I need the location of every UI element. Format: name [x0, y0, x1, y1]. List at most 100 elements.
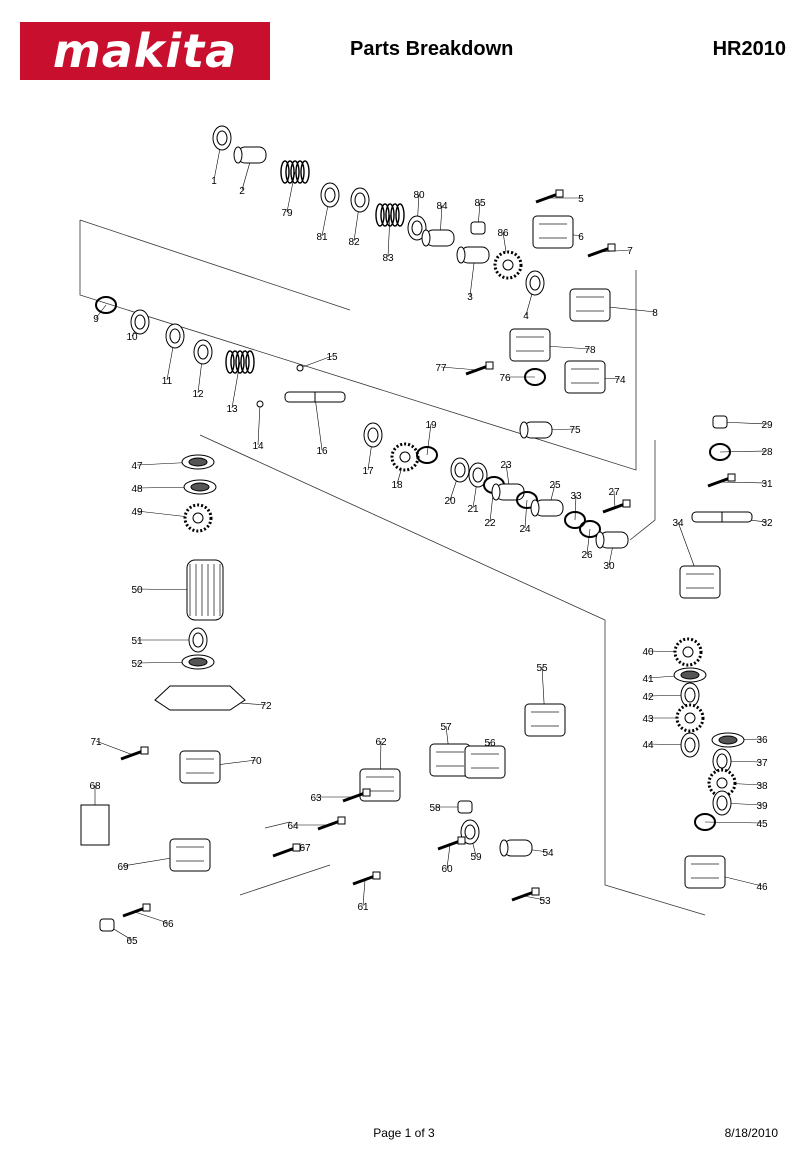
part-68-drawing	[80, 804, 110, 846]
front-assembly-boundary	[79, 220, 637, 471]
part-number-label: 56	[484, 738, 496, 749]
part-number-label: 84	[436, 201, 448, 212]
part-5-drawing	[535, 189, 564, 204]
part-12-drawing	[193, 339, 213, 365]
part-number-label: 68	[89, 781, 101, 792]
document-date: 8/18/2010	[724, 1126, 778, 1140]
part-number-label: 16	[316, 446, 328, 457]
part-number-label: 2	[239, 186, 245, 197]
part-47-drawing	[181, 454, 215, 470]
part-27: 27	[602, 487, 631, 514]
part-19: 19	[416, 420, 438, 464]
part-40: 40	[642, 637, 703, 667]
part-number-label: 67	[299, 843, 311, 854]
part-83-drawing	[375, 203, 405, 227]
leader-line	[299, 355, 333, 369]
part-77-drawing	[465, 361, 494, 376]
leader-line	[387, 214, 391, 258]
part-78-drawing	[509, 328, 551, 362]
part-55: 55	[524, 663, 566, 737]
part-9-drawing	[95, 296, 117, 314]
part-44: 44	[642, 732, 700, 758]
part-71: 71	[90, 737, 149, 761]
part-76-drawing	[524, 368, 546, 386]
part-65-drawing	[99, 918, 115, 932]
part-number-label: 1	[211, 176, 217, 187]
part-51: 51	[131, 627, 208, 653]
part-58: 58	[429, 800, 473, 814]
part-58-drawing	[457, 800, 473, 814]
part-48-drawing	[183, 479, 217, 495]
part-53-drawing	[511, 887, 540, 902]
part-number-label: 65	[126, 936, 138, 947]
part-3: 3	[456, 246, 490, 303]
part-number-label: 85	[474, 198, 486, 209]
part-number-label: 10	[126, 332, 138, 343]
assembly-boundary-lines	[79, 219, 706, 916]
part-12: 12	[192, 339, 213, 400]
part-21-drawing	[468, 462, 488, 488]
leader-line	[719, 450, 768, 453]
part-50-drawing	[186, 559, 224, 621]
part-20-drawing	[450, 457, 470, 483]
part-84-drawing	[421, 229, 455, 247]
part-number-label: 17	[362, 466, 374, 477]
part-2-drawing	[233, 146, 267, 164]
part-44-drawing	[680, 732, 700, 758]
part-number-label: 55	[536, 663, 548, 674]
leader-line	[719, 421, 768, 425]
part-48: 48	[131, 479, 217, 495]
part-6-drawing	[532, 215, 574, 249]
part-41-drawing	[673, 667, 707, 683]
part-23: 23	[491, 460, 525, 501]
part-32: 32	[691, 511, 773, 529]
part-4-drawing	[525, 270, 545, 296]
part-54: 54	[499, 839, 554, 859]
part-45-drawing	[694, 813, 716, 831]
part-number-label: 75	[569, 425, 581, 436]
part-number-label: 46	[756, 882, 768, 893]
part-number-label: 63	[310, 793, 322, 804]
part-8-drawing	[569, 288, 611, 322]
part-1: 1	[211, 125, 232, 187]
part-34: 34	[672, 518, 721, 599]
part-number-label: 54	[542, 848, 554, 859]
part-number-label: 42	[642, 692, 654, 703]
part-number-label: 22	[484, 518, 496, 529]
part-number-label: 81	[316, 232, 328, 243]
part-10: 10	[126, 309, 150, 343]
part-13-drawing	[225, 350, 255, 374]
part-64: 64	[287, 816, 346, 832]
part-64-drawing	[317, 816, 346, 831]
part-33: 33	[564, 491, 586, 529]
part-30-drawing	[595, 531, 629, 549]
part-number-label: 60	[441, 864, 453, 875]
part-81-drawing	[320, 182, 340, 208]
part-55-drawing	[524, 703, 566, 737]
part-number-label: 25	[549, 480, 561, 491]
part-number-label: 7	[627, 246, 633, 257]
part-number-label: 30	[603, 561, 615, 572]
part-24: 24	[516, 491, 538, 535]
part-13: 13	[225, 350, 255, 415]
part-number-label: 49	[131, 507, 143, 518]
part-number-label: 31	[761, 479, 773, 490]
part-number-label: 36	[756, 735, 768, 746]
part-25-drawing	[530, 499, 564, 517]
part-number-label: 40	[642, 647, 654, 658]
part-33-drawing	[564, 511, 586, 529]
part-46-drawing	[684, 855, 726, 889]
part-60: 60	[437, 836, 466, 875]
leader-line	[446, 844, 451, 869]
part-9: 9	[93, 296, 117, 325]
part-83: 83	[375, 203, 405, 264]
part-number-label: 64	[287, 821, 299, 832]
part-14: 14	[252, 400, 264, 452]
leader-line	[257, 403, 261, 446]
part-66: 66	[122, 903, 174, 930]
part-29-drawing	[712, 415, 728, 429]
part-82-drawing	[350, 187, 370, 213]
part-14-drawing	[256, 400, 264, 408]
part-32-drawing	[691, 511, 753, 523]
